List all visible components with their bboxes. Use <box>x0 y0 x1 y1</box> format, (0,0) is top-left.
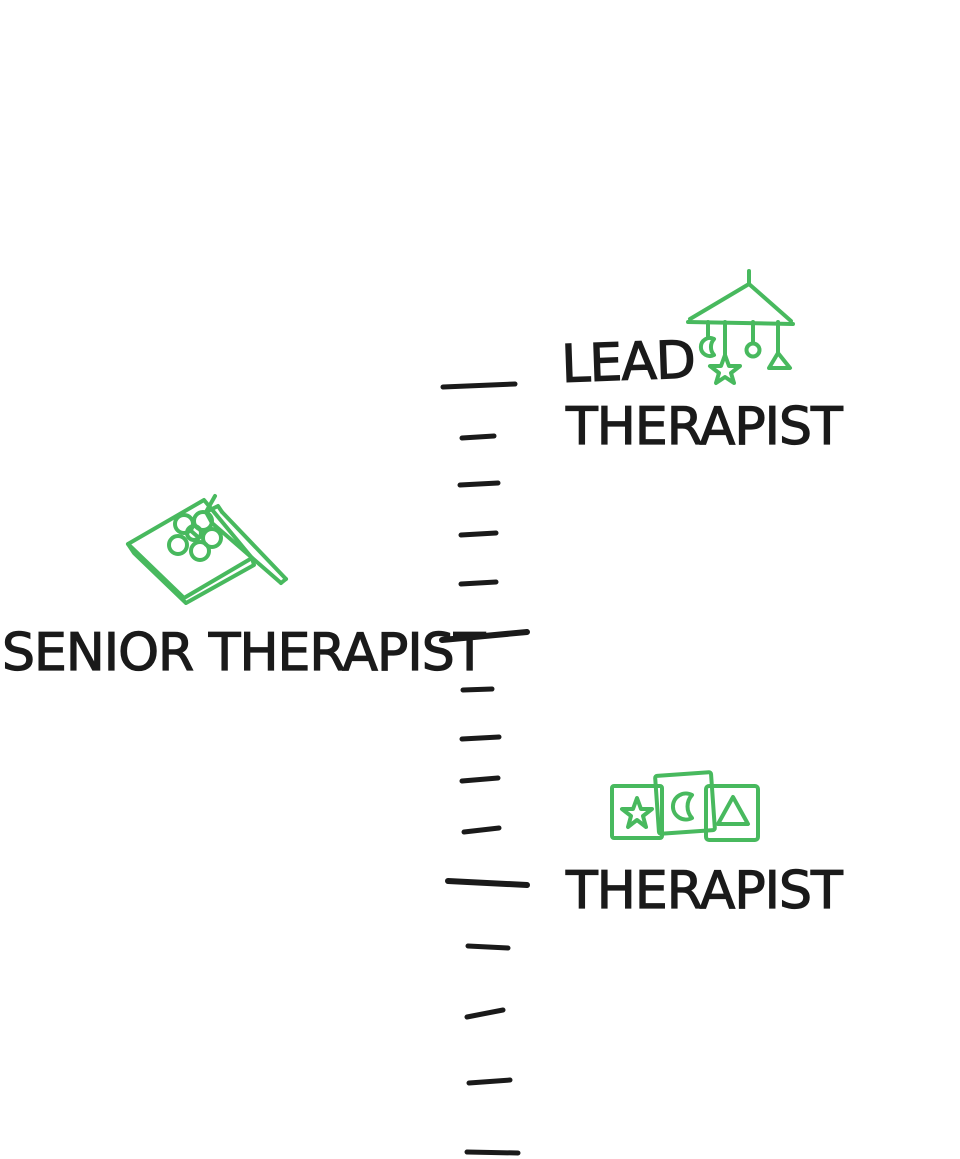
shape-blocks-icon <box>610 770 760 842</box>
minor-tick <box>458 530 499 538</box>
level-senior-therapist: SENIOR THERAPIST <box>1 494 487 684</box>
flower-drawing-pad-icon <box>126 494 288 605</box>
major-tick-lead <box>440 381 518 390</box>
major-tick-senior <box>439 629 530 643</box>
level-scale <box>439 381 530 1156</box>
lead-label-line1: LEAD <box>560 330 695 395</box>
lead-label-line2: THERAPIST <box>565 397 843 457</box>
major-tick-therapist <box>445 878 530 888</box>
minor-tick <box>465 943 511 951</box>
minor-tick <box>458 579 499 587</box>
level-lead-therapist: LEAD THERAPIST <box>560 269 845 458</box>
baby-mobile-icon <box>686 269 795 385</box>
level-therapist: THERAPIST <box>564 770 845 922</box>
minor-tick <box>459 433 497 441</box>
minor-tick <box>459 734 502 742</box>
minor-tick <box>466 1077 513 1086</box>
senior-label: SENIOR THERAPIST <box>2 623 486 683</box>
minor-tick <box>464 1149 521 1156</box>
therapist-label: THERAPIST <box>565 861 843 921</box>
minor-tick <box>464 1007 506 1020</box>
minor-tick <box>459 775 501 784</box>
minor-tick <box>457 480 501 488</box>
minor-tick <box>461 825 502 835</box>
minor-tick <box>460 686 495 693</box>
